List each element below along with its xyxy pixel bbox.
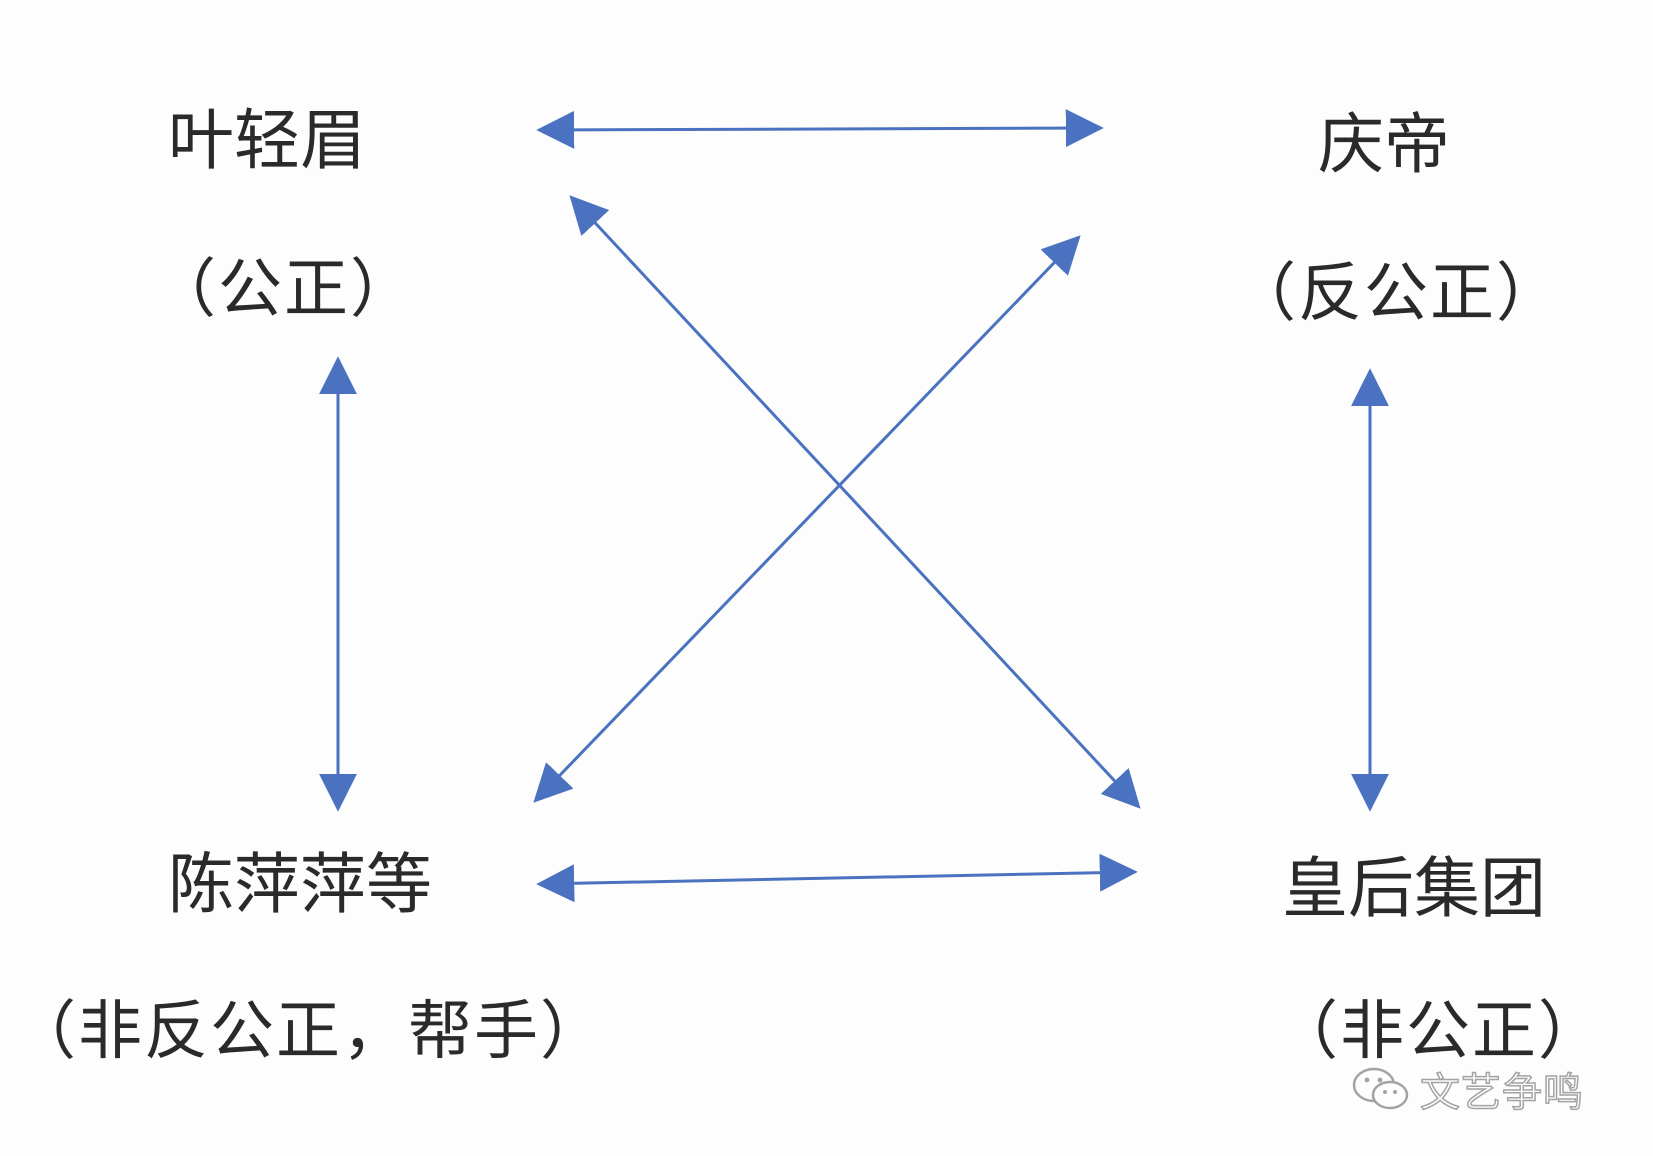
- node-qing-di-name: 庆帝: [1318, 106, 1450, 183]
- source-watermark: 文艺争鸣: [1350, 1060, 1584, 1118]
- node-chen-pingping-role: （非反公正，帮手）: [12, 995, 606, 1069]
- arrow-qing-di-chen-pingping: [533, 235, 1081, 803]
- node-huanghou-role: （非公正）: [1274, 995, 1604, 1069]
- wechat-icon: [1352, 1067, 1409, 1110]
- node-chen-pingping-name: 陈萍萍等: [168, 846, 432, 923]
- node-ye-qingmei-name: 叶轻眉: [168, 102, 366, 179]
- node-huanghou-name: 皇后集团: [1282, 850, 1546, 927]
- arrow-chen-pingping-huanghou: [536, 853, 1138, 903]
- watermark-text: 文艺争鸣: [1419, 1069, 1584, 1117]
- arrow-ye-qingmei-qing-di: [536, 109, 1104, 149]
- node-qing-di-role: （反公正）: [1232, 257, 1562, 331]
- node-ye-qingmei-role: （公正）: [152, 253, 416, 327]
- arrow-ye-qingmei-huanghou: [569, 195, 1141, 809]
